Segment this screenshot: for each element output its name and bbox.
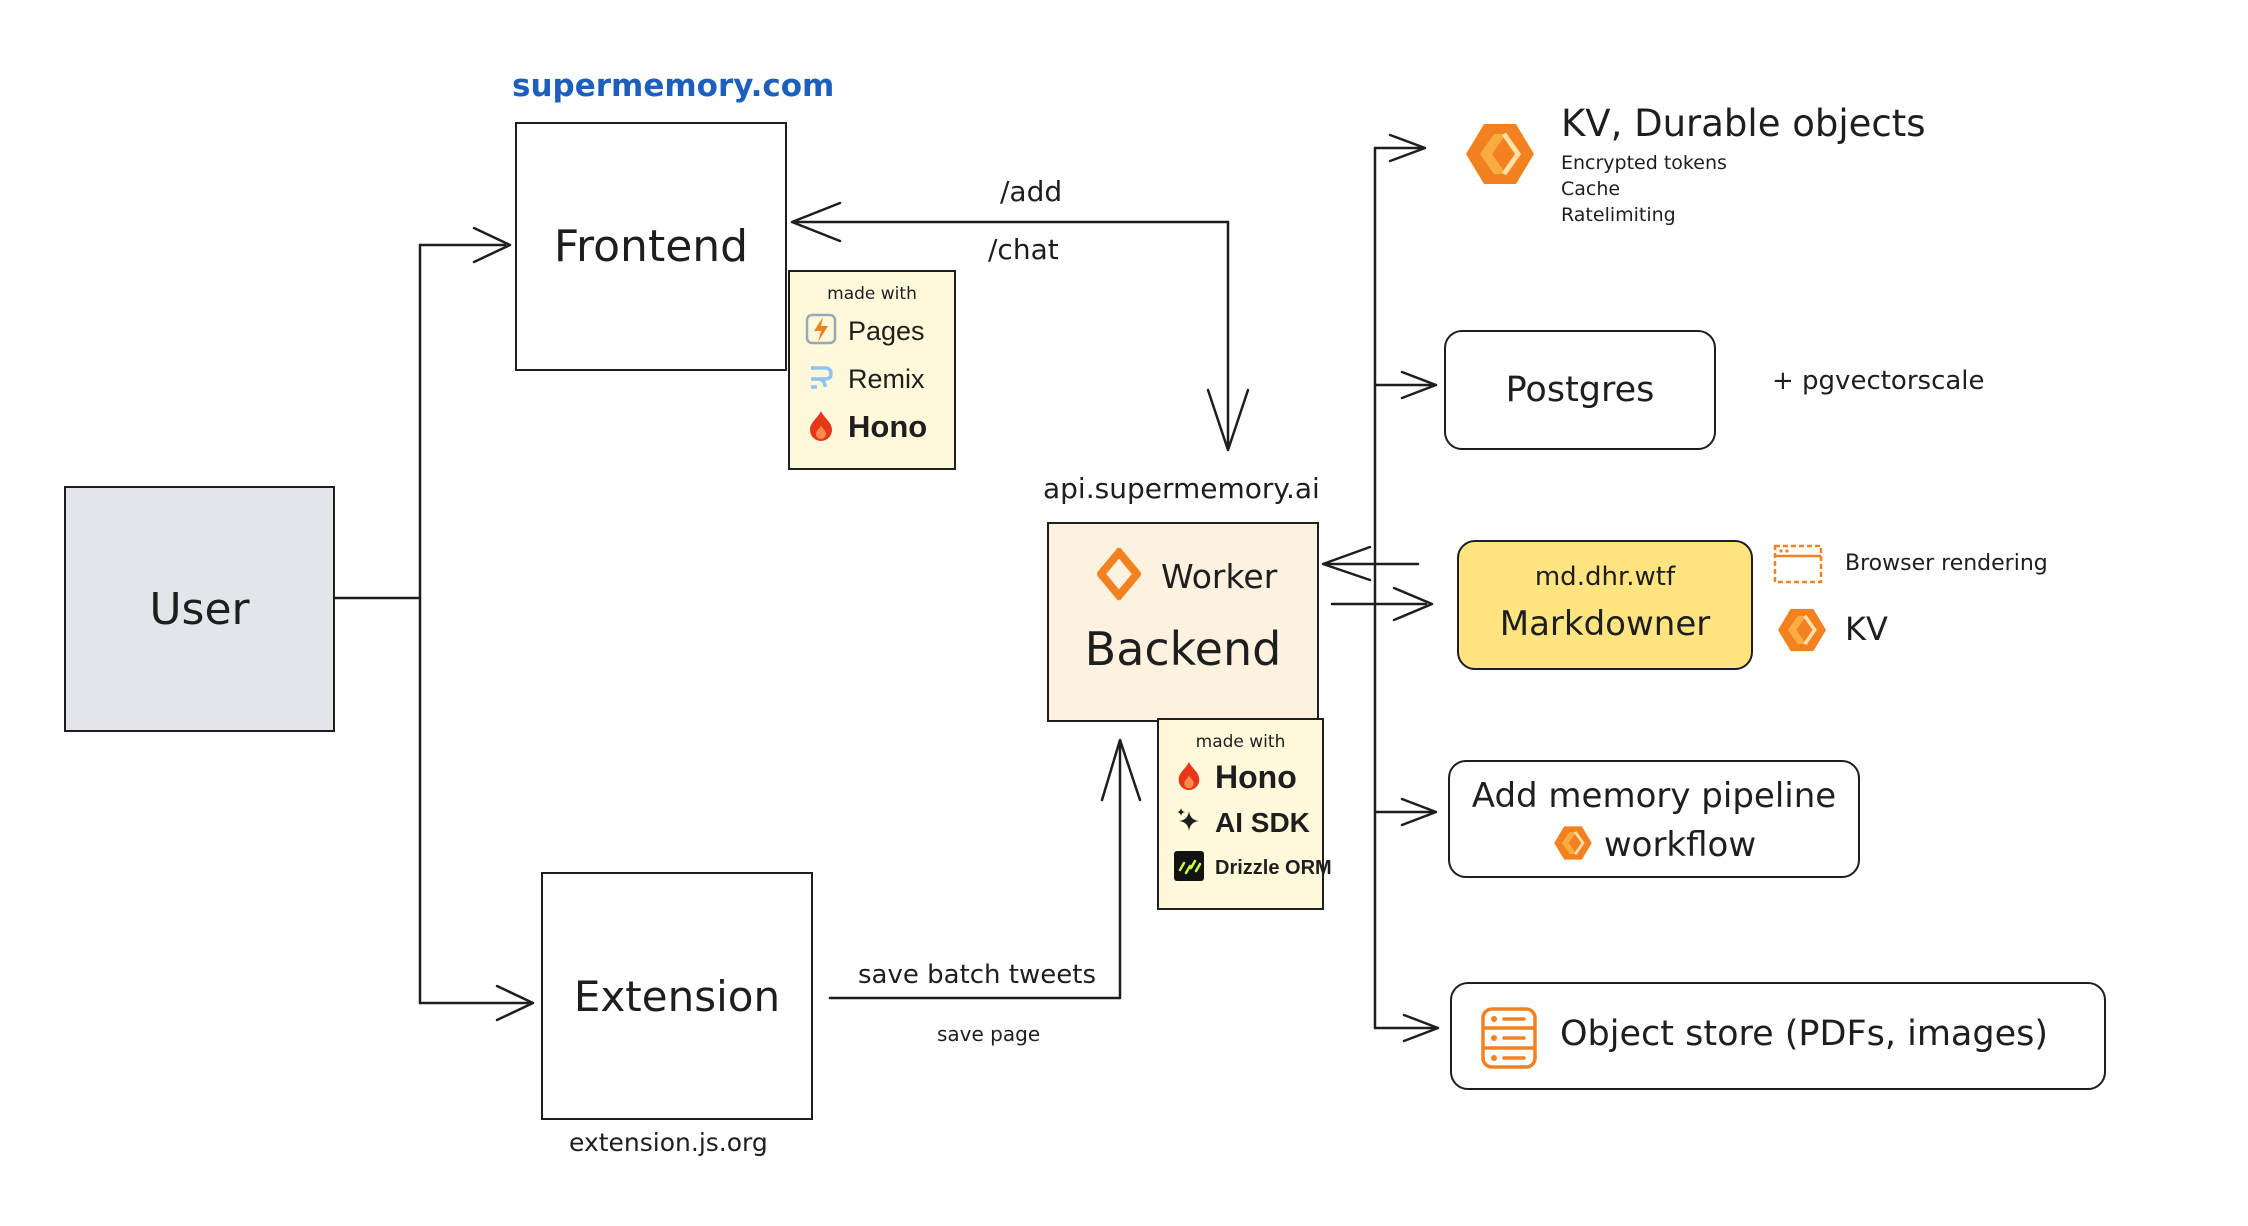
extension-domain[interactable]: extension.js.org	[569, 1128, 768, 1157]
pages-label: Pages	[848, 315, 925, 346]
markdowner-label: Markdowner	[1499, 604, 1711, 644]
markdowner-kv-label: KV	[1845, 610, 1888, 648]
kv-item-encrypted-tokens: Encrypted tokens	[1561, 152, 1727, 174]
memory-pipeline-title: Add memory pipeline	[1471, 776, 1837, 816]
backend-stack-note: made with Hono AI SDK	[1157, 718, 1332, 910]
backend-label: Backend	[1084, 622, 1282, 676]
made-with-label: made with	[1195, 732, 1286, 752]
cloudflare-hex-icon	[1775, 606, 1829, 658]
worker-chevrons-icon	[1091, 546, 1153, 606]
remix-lib: Remix	[804, 360, 954, 398]
flame-icon	[1173, 758, 1205, 796]
browser-rendering-label: Browser rendering	[1845, 551, 2048, 576]
user-label: User	[149, 583, 250, 635]
hono-lib: Hono	[1173, 758, 1322, 796]
extension-label: Extension	[573, 971, 781, 1021]
backend-box: Worker Backend	[1047, 522, 1319, 722]
cloudflare-hex-icon	[1552, 824, 1594, 866]
sparkle-icon	[1173, 805, 1205, 841]
flame-icon	[804, 408, 838, 446]
hono-label: Hono	[848, 409, 928, 444]
worker-label: Worker	[1161, 556, 1278, 596]
pages-lib: Pages	[804, 312, 954, 350]
hono-lib: Hono	[804, 408, 954, 446]
extension-box: Extension	[541, 872, 813, 1120]
route-add: /add	[1000, 175, 1063, 208]
cloudflare-hex-icon	[1462, 120, 1538, 192]
storage-list-icon	[1480, 1006, 1538, 1074]
kv-durable-objects-title: KV, Durable objects	[1561, 102, 1926, 145]
drizzle-label: Drizzle ORM	[1215, 856, 1332, 879]
backend-domain[interactable]: api.supermemory.ai	[1043, 472, 1320, 505]
user-box: User	[64, 486, 335, 732]
hono-label: Hono	[1215, 758, 1297, 795]
frontend-stack-note: made with Pages Remix	[788, 270, 956, 470]
lightning-icon	[804, 312, 838, 350]
memory-pipeline-box: Add memory pipeline workflow	[1448, 760, 1860, 878]
ai-sdk-lib: AI SDK	[1173, 805, 1322, 841]
browser-window-icon	[1772, 543, 1824, 589]
postgres-box: Postgres	[1444, 330, 1716, 450]
kv-item-cache: Cache	[1561, 178, 1621, 200]
object-store-label: Object store (PDFs, images)	[1560, 1014, 2049, 1054]
remix-icon	[804, 360, 838, 398]
object-store-box: Object store (PDFs, images)	[1450, 982, 2106, 1090]
markdowner-box: md.dhr.wtf Markdowner	[1457, 540, 1753, 670]
workflow-label: workflow	[1603, 825, 1757, 865]
markdowner-domain[interactable]: md.dhr.wtf	[1534, 562, 1676, 592]
postgres-extension-label: + pgvectorscale	[1772, 366, 1985, 396]
ai-sdk-label: AI SDK	[1215, 807, 1310, 838]
remix-label: Remix	[848, 363, 925, 394]
edge-save-batch-tweets: save batch tweets	[858, 960, 1096, 990]
edge-save-page: save page	[937, 1022, 1041, 1046]
frontend-label: Frontend	[553, 221, 749, 272]
made-with-label: made with	[827, 284, 917, 304]
frontend-box: Frontend	[515, 122, 787, 371]
route-chat: /chat	[988, 233, 1059, 266]
frontend-domain[interactable]: supermemory.com	[512, 68, 835, 104]
kv-item-ratelimiting: Ratelimiting	[1561, 204, 1676, 226]
drizzle-icon	[1173, 850, 1205, 886]
postgres-label: Postgres	[1505, 370, 1655, 410]
drizzle-lib: Drizzle ORM	[1173, 850, 1332, 886]
